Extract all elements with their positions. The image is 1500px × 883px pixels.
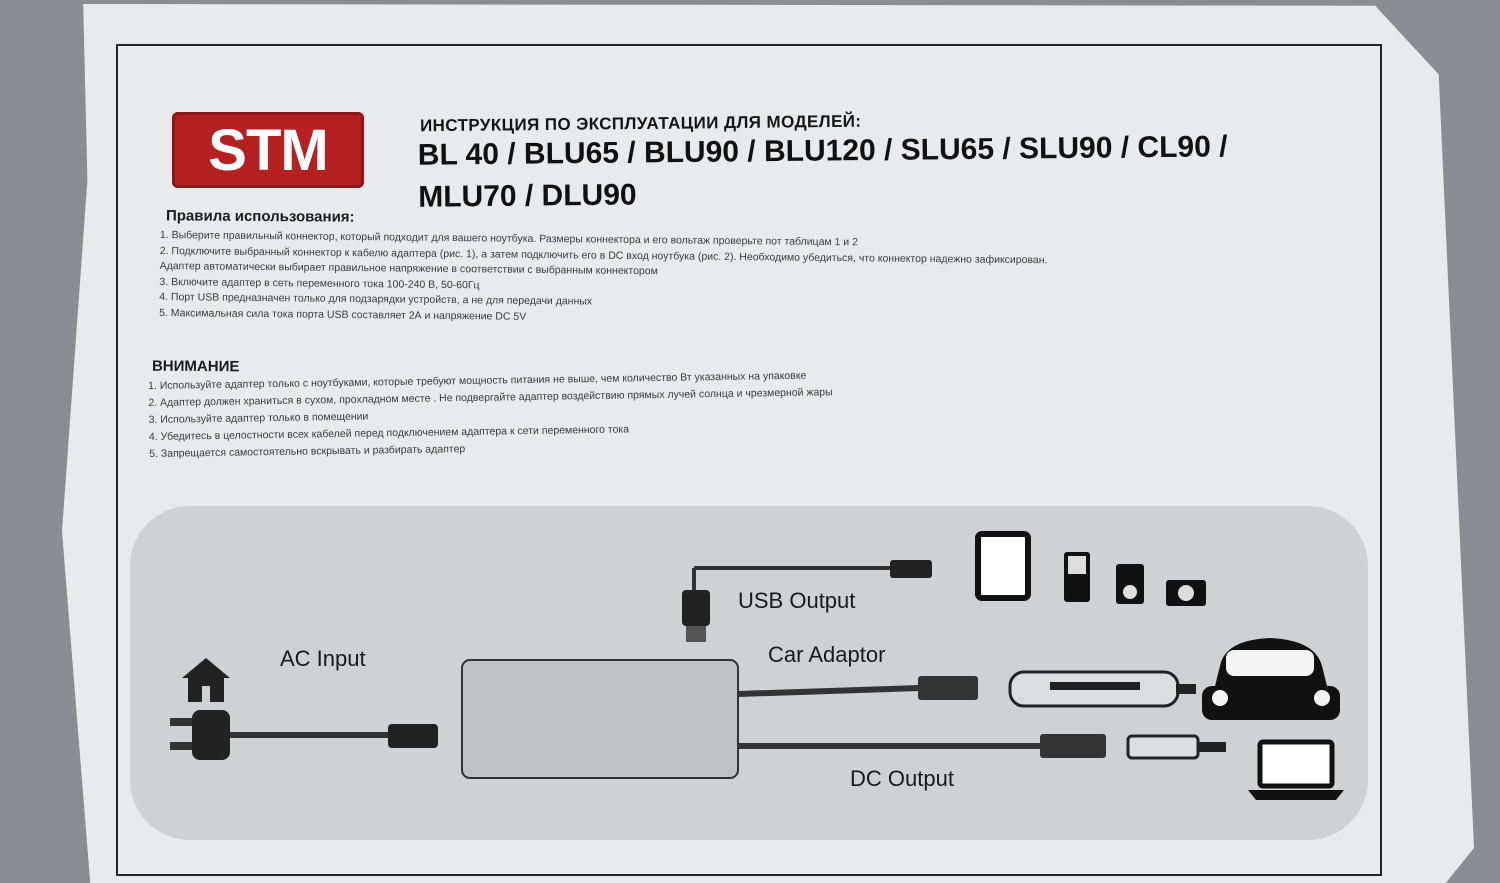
warning-list: 1. Используйте адаптер только с ноутбука… [148,364,1049,463]
rules-list: 1. Выберите правильный коннектор, которы… [159,228,1260,333]
logo-text: STM [208,117,328,183]
dc-connector-icon [1126,734,1226,760]
house-icon [182,658,230,702]
dc-output-label: DC Output [850,766,954,791]
usb-plug-icon [682,590,710,642]
adapter-brick-icon [461,659,739,779]
car-icon [1202,638,1340,720]
rules-title: Правила использования: [165,207,355,226]
phone-icon [1064,552,1090,602]
car-plug-icon [1008,670,1196,708]
tablet-icon [975,531,1031,601]
connection-diagram: USB Output AC Input Car Adaptor DC Outpu… [130,506,1368,840]
plug-icon [170,710,438,760]
laptop-icon [1248,739,1344,800]
stm-logo: STM [172,112,364,188]
ac-input-label: AC Input [280,646,366,671]
sheet-border [116,44,1382,876]
car-adaptor-label: Car Adaptor [768,642,886,667]
usb-output-label: USB Output [738,588,856,613]
car-connector [918,676,978,700]
camera-icon [1166,580,1206,606]
mp3-player-icon [1116,564,1144,604]
warning-title: ВНИМАНИЕ [151,357,240,376]
model-list: BL 40 / BLU65 / BLU90 / BLU120 / SLU65 /… [418,125,1319,218]
